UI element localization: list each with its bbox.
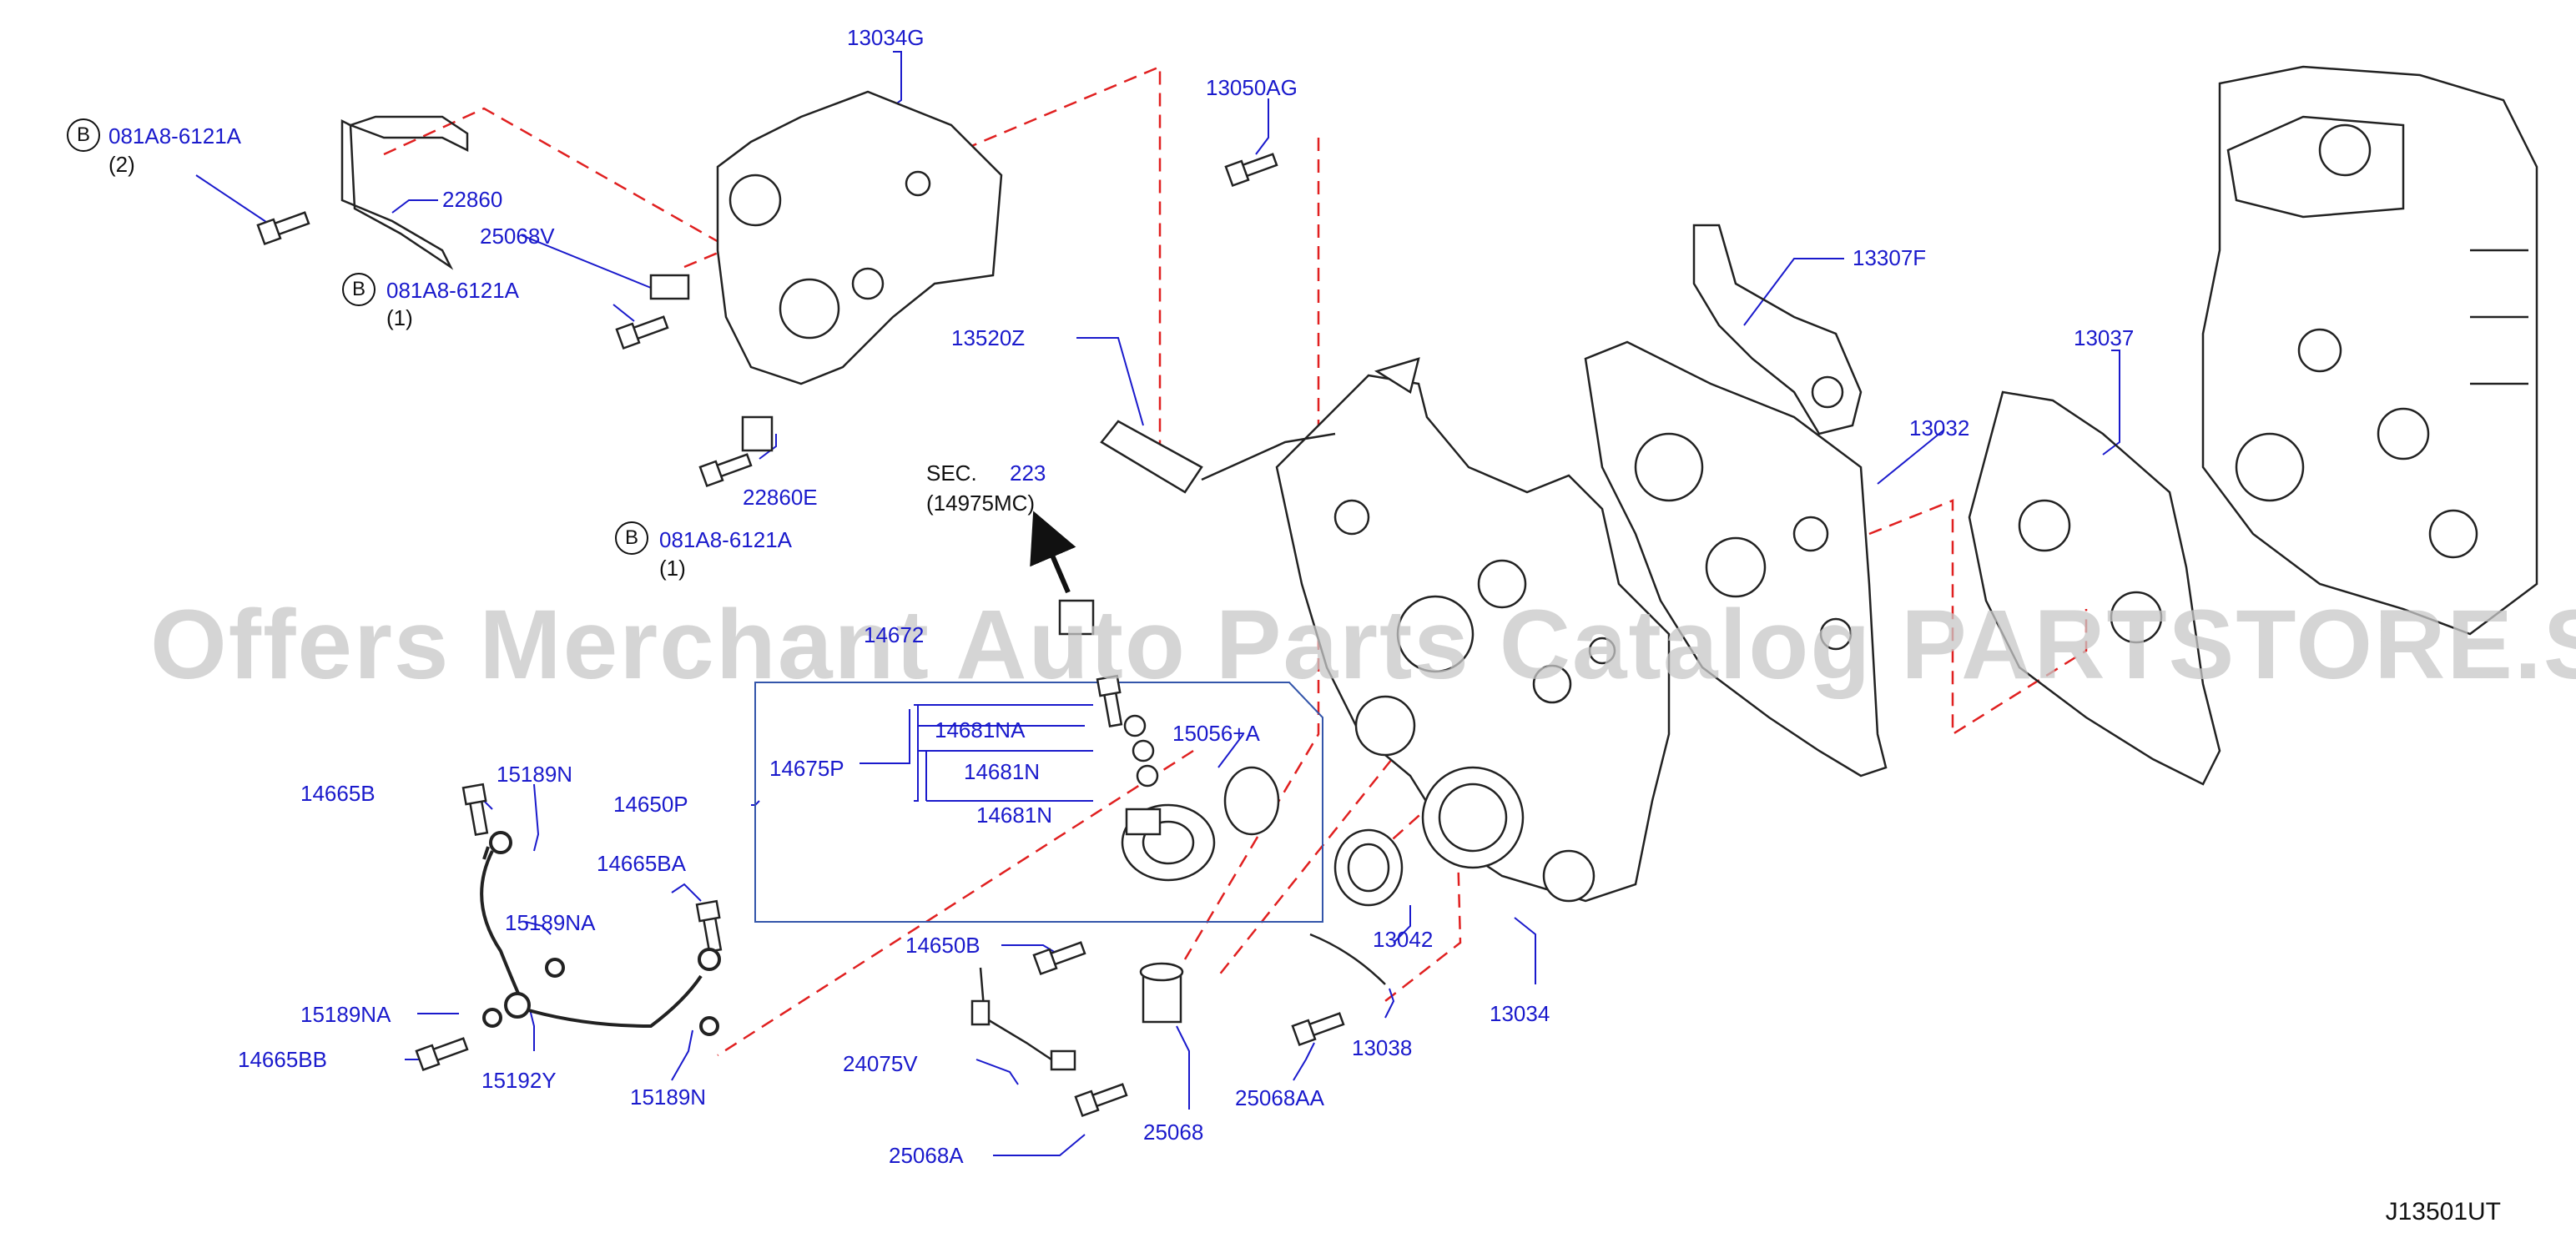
- part-13038[interactable]: 13038: [1352, 1035, 1413, 1060]
- seal-tube-drawing: [1100, 420, 1336, 494]
- part-13050AG[interactable]: 13050AG: [1206, 75, 1298, 100]
- rear-gasket-drawing: [1968, 390, 2221, 786]
- section-ref-part: (14975MC): [926, 491, 1036, 516]
- front-cover-drawing: [1275, 357, 1671, 903]
- part-25068A[interactable]: 25068A: [889, 1143, 964, 1168]
- part-25068[interactable]: 25068: [1143, 1120, 1204, 1145]
- bolt-qty-middle: (1): [386, 305, 413, 330]
- part-15056A[interactable]: 15056+A: [1172, 721, 1260, 746]
- sensor-harness-drawing: [970, 962, 1184, 1071]
- part-13042[interactable]: 13042: [1373, 927, 1434, 952]
- bolt-marker-b-2: B: [342, 273, 376, 306]
- section-ref-number[interactable]: 223: [1010, 460, 1046, 486]
- part-13032[interactable]: 13032: [1909, 415, 1970, 440]
- oil-seal-drawing: [1333, 828, 1404, 907]
- part-14650B[interactable]: 14650B: [905, 933, 980, 958]
- bolt-drawings: [256, 153, 1345, 1118]
- part-24075V[interactable]: 24075V: [843, 1051, 918, 1076]
- oil-pipe-drawing: [480, 831, 721, 1036]
- bolt-qty-lower: (1): [659, 556, 686, 581]
- bracket-drawing: [716, 90, 1003, 385]
- part-15192Y[interactable]: 15192Y: [481, 1068, 557, 1093]
- alignment-dashed-lines: [383, 65, 2088, 1057]
- part-13037[interactable]: 13037: [2074, 325, 2135, 350]
- part-15189NA-upper[interactable]: 15189NA: [505, 910, 596, 935]
- bolt-081A8-6121A-upper[interactable]: 081A8-6121A: [108, 123, 242, 148]
- upper-gasket-drawing: [1692, 224, 1863, 435]
- part-14665B-left[interactable]: 14665B: [300, 781, 376, 806]
- bolt-081A8-6121A-lower[interactable]: 081A8-6121A: [659, 527, 793, 552]
- sensor-bracket-drawing: [340, 115, 469, 270]
- bolt-qty-upper: (2): [108, 152, 135, 177]
- part-13034G[interactable]: 13034G: [847, 25, 925, 50]
- part-14665BA[interactable]: 14665BA: [597, 851, 686, 876]
- part-15189N-lower[interactable]: 15189N: [630, 1085, 707, 1110]
- part-14681NA[interactable]: 14681NA: [935, 717, 1026, 742]
- part-25068AA[interactable]: 25068AA: [1235, 1085, 1324, 1110]
- part-14675P[interactable]: 14675P: [769, 756, 844, 781]
- part-15189NA-lower[interactable]: 15189NA: [300, 1002, 391, 1027]
- pump-sensor-drawing: [1030, 511, 1095, 636]
- part-14681N-lower[interactable]: 14681N: [976, 803, 1053, 828]
- vacuum-pump-drawing: [1121, 714, 1280, 882]
- vacuum-pump-box: [754, 682, 1323, 923]
- bolt-081A8-6121A-middle[interactable]: 081A8-6121A: [386, 278, 520, 303]
- part-14650P[interactable]: 14650P: [613, 792, 688, 817]
- bolt-marker-b-1: B: [67, 118, 100, 152]
- sensor-clip-drawing: [649, 274, 774, 452]
- part-14672[interactable]: 14672: [864, 622, 925, 647]
- section-ref-prefix: SEC.: [926, 460, 977, 486]
- part-15189N-upper[interactable]: 15189N: [497, 762, 573, 787]
- case-gasket-drawing: [1584, 340, 1888, 778]
- part-22860[interactable]: 22860: [442, 187, 503, 212]
- bolt-marker-b-3: B: [615, 521, 648, 555]
- part-25068V[interactable]: 25068V: [480, 224, 555, 249]
- part-13034[interactable]: 13034: [1490, 1001, 1550, 1026]
- part-22860E[interactable]: 22860E: [743, 485, 818, 510]
- part-14665BB[interactable]: 14665BB: [238, 1047, 327, 1072]
- engine-block-drawing: [2201, 65, 2538, 636]
- part-13307F[interactable]: 13307F: [1853, 245, 1927, 270]
- diagram-code: J13501UT: [2385, 1198, 2501, 1225]
- clip-drawing: [1309, 933, 1386, 985]
- part-13520Z[interactable]: 13520Z: [951, 325, 1026, 350]
- part-14681N-upper[interactable]: 14681N: [964, 759, 1041, 784]
